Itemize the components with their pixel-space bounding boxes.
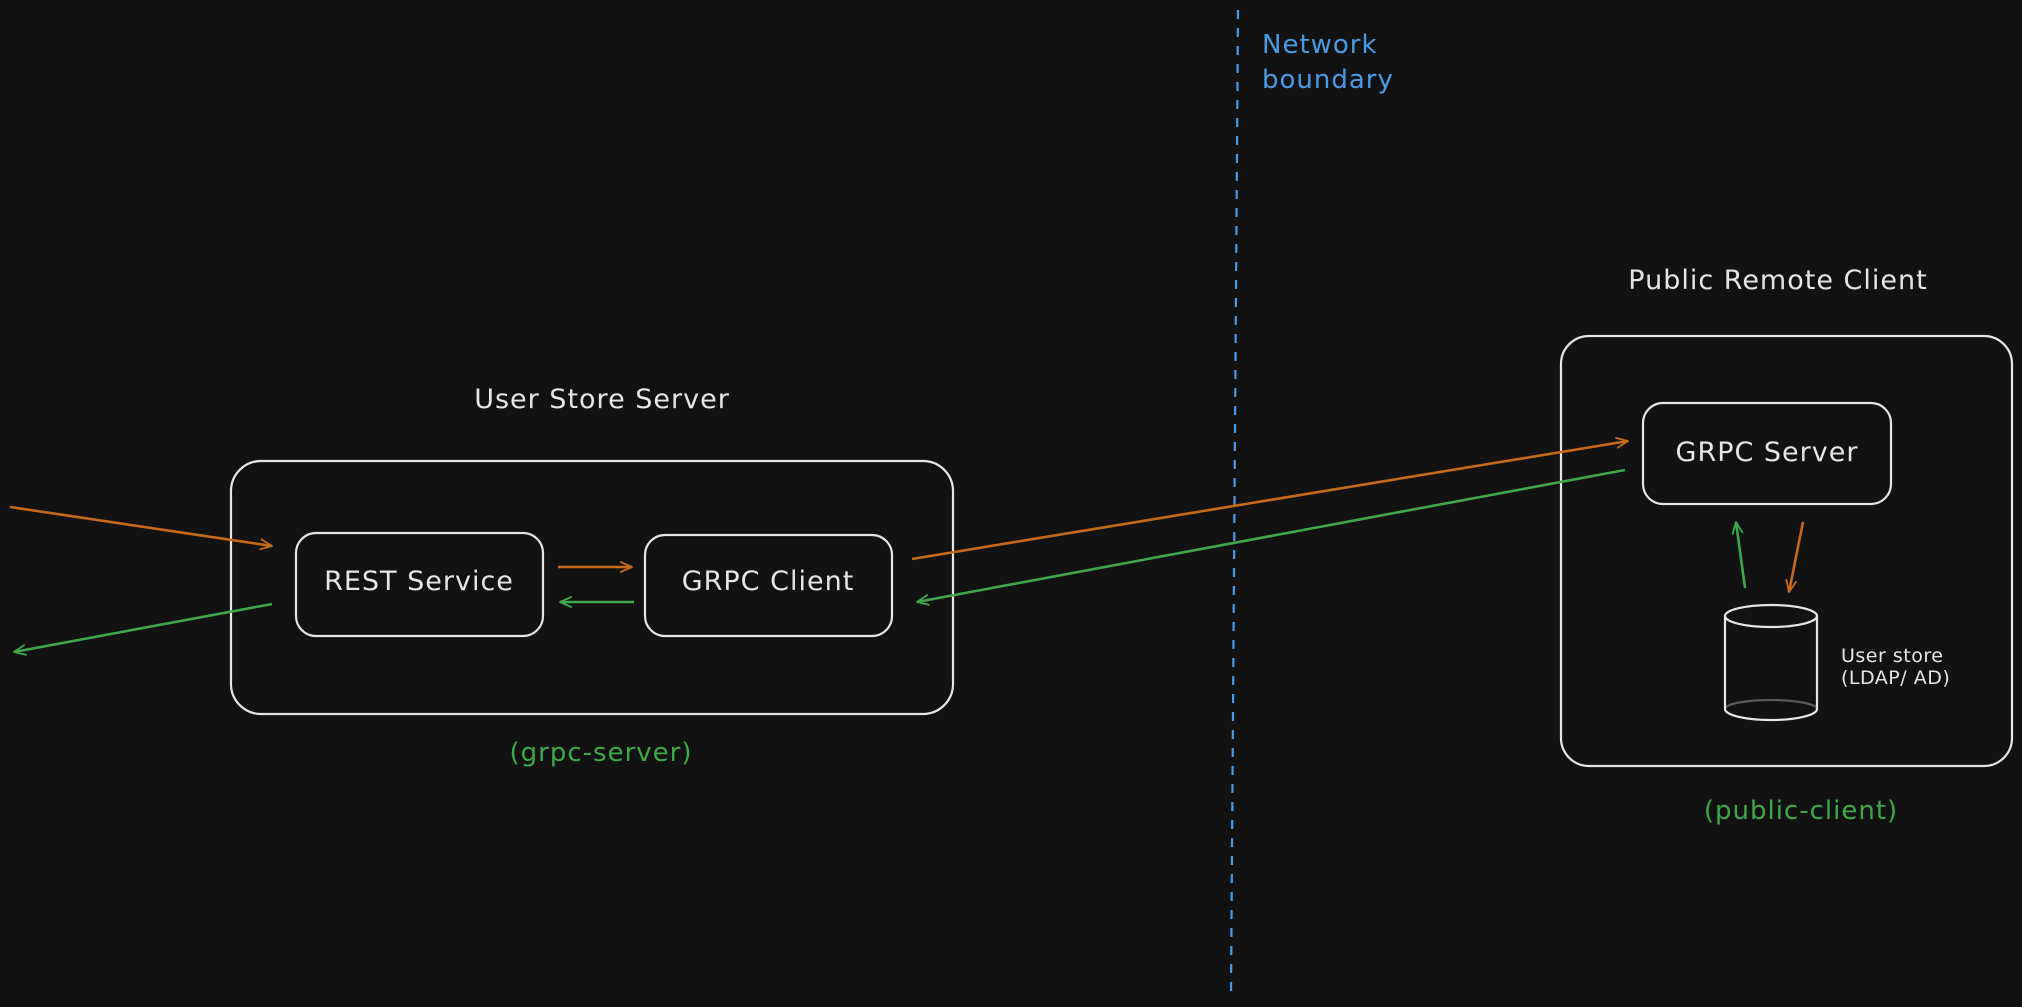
grpc-request-arrow [911, 437, 1629, 561]
grpc-response-arrow [916, 468, 1626, 606]
grpc-server-label: GRPC Server [1675, 437, 1859, 468]
user-store-database-icon [1723, 603, 1819, 722]
server-to-store-arrow [1785, 521, 1805, 593]
grpc-server-caption: (grpc-server) [509, 738, 693, 768]
grpc-server-box [1641, 401, 1893, 506]
network-boundary-line1: Network [1262, 30, 1378, 60]
user-store-server-box [229, 459, 955, 716]
user-store-label: User store (LDAP/ AD) [1841, 645, 1950, 689]
rest-service-label: REST Service [324, 566, 514, 597]
public-remote-client-box [1559, 334, 2014, 768]
public-remote-client-title: Public Remote Client [1628, 265, 1928, 296]
incoming-request-arrow [9, 505, 273, 551]
network-boundary-label: Network boundary [1262, 28, 1394, 98]
user-store-label-line2: (LDAP/ AD) [1841, 667, 1951, 689]
grpc-client-label: GRPC Client [681, 566, 855, 597]
network-boundary-line [1229, 9, 1240, 993]
user-store-label-line1: User store [1841, 645, 1944, 667]
grpc-client-box [643, 533, 894, 638]
user-store-server-title: User Store Server [474, 384, 730, 415]
network-boundary-line2: boundary [1262, 65, 1394, 95]
rest-service-box [294, 531, 545, 638]
public-client-caption: (public-client) [1703, 796, 1899, 826]
outgoing-response-arrow [13, 602, 273, 656]
store-to-server-arrow [1731, 521, 1747, 589]
